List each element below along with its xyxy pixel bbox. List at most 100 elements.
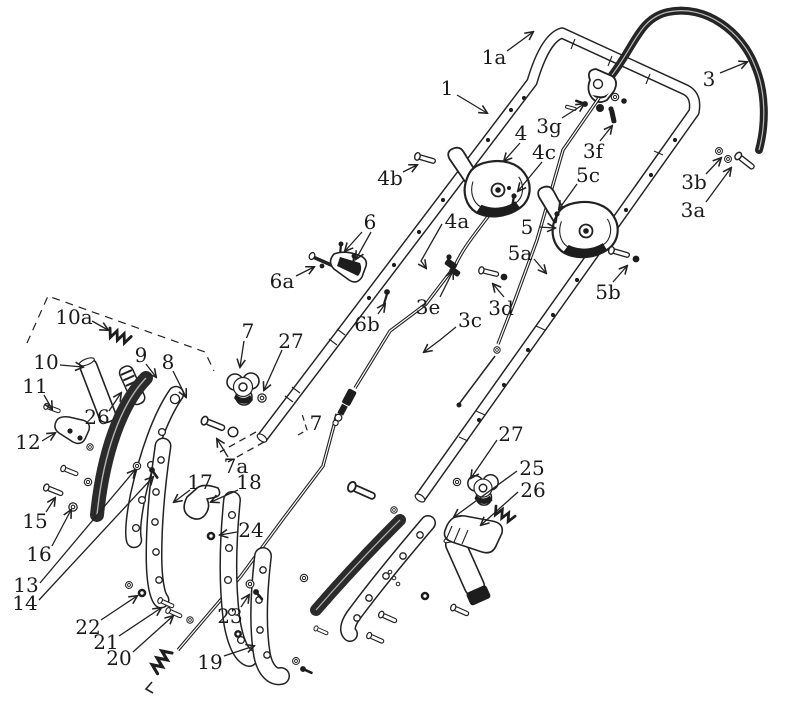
- part-label-20: 20: [106, 646, 131, 670]
- part-label-5: 5: [521, 215, 534, 239]
- callout-leader-line: [223, 646, 254, 657]
- callout-leader-line: [504, 142, 521, 161]
- callout-leader-line: [132, 616, 173, 653]
- part-label-18: 18: [236, 470, 261, 494]
- part-label-3d: 3d: [488, 296, 514, 320]
- callout-leader-line: [91, 320, 108, 330]
- callout-leader-line: [43, 394, 52, 409]
- callout-leader-line: [439, 271, 453, 298]
- part-label-5b: 5b: [595, 280, 621, 304]
- part-label-4: 4: [515, 121, 528, 145]
- callout-leader-line: [264, 349, 283, 390]
- cable-anchor-bracket: [565, 68, 627, 124]
- part-label-3a: 3a: [681, 198, 706, 222]
- callout-leader-line: [240, 340, 244, 367]
- callout-leader-line: [612, 266, 627, 283]
- handle-knob-left: [226, 372, 260, 406]
- part-label-4c: 4c: [532, 140, 556, 164]
- part-label-7: 7: [310, 411, 323, 435]
- part-label-16: 16: [26, 542, 51, 566]
- part-label-9: 9: [135, 343, 148, 367]
- callout-leader-line: [533, 258, 546, 273]
- callout-leader-line: [100, 596, 137, 621]
- callout-leader-line: [51, 510, 71, 547]
- cable-adjuster: [332, 388, 357, 427]
- part-label-7a: 7a: [224, 454, 249, 478]
- callout-leader-line: [506, 32, 533, 52]
- right-lower-assembly: [292, 473, 517, 676]
- part-label-14: 14: [12, 591, 37, 615]
- part-label-3b: 3b: [681, 170, 707, 194]
- part-label-17: 17: [187, 470, 212, 494]
- part-label-3e: 3e: [416, 295, 441, 319]
- callout-leader-line: [172, 370, 186, 397]
- callout-leader-line: [424, 326, 457, 352]
- part-label-26: 26: [84, 405, 109, 429]
- handle-knob-right: [467, 473, 499, 506]
- part-label-13: 13: [13, 573, 38, 597]
- callout-leader-line: [38, 477, 153, 601]
- callout-leader-line: [45, 498, 55, 513]
- part-label-12: 12: [15, 430, 40, 454]
- part-label-27: 27: [498, 422, 523, 446]
- lever-pivot-bolt-right: [607, 245, 631, 260]
- callout-leader-line: [518, 161, 543, 191]
- callout-leader-line: [456, 94, 487, 113]
- part-label-10a: 10a: [55, 305, 92, 329]
- control-cable-left: [144, 212, 508, 694]
- part-label-4b: 4b: [377, 166, 403, 190]
- lever-pivot-bolt-left: [413, 151, 437, 166]
- part-label-6a: 6a: [270, 269, 295, 293]
- callout-leader-line: [174, 489, 191, 502]
- screw-6b: [382, 289, 390, 305]
- part-label-22: 22: [75, 615, 100, 639]
- callout-leader-line: [705, 168, 731, 203]
- callout-leader-line: [59, 365, 83, 367]
- detail-box: [26, 295, 308, 436]
- part-label-15: 15: [22, 509, 47, 533]
- carriage-pin: [199, 414, 227, 434]
- part-label-5c: 5c: [576, 163, 600, 187]
- callout-leader-line: [559, 183, 578, 209]
- brake-lever-left: [446, 139, 534, 222]
- part-label-3c: 3c: [458, 308, 482, 332]
- part-label-8: 8: [162, 350, 175, 374]
- part-label-11: 11: [22, 374, 47, 398]
- callout-leader-line: [41, 433, 55, 442]
- part-label-5a: 5a: [508, 241, 533, 265]
- callout-leader-line: [217, 439, 229, 458]
- callout-leader-line: [211, 489, 239, 502]
- part-label-3f: 3f: [583, 139, 605, 163]
- callout-leader-line: [345, 231, 363, 251]
- callout-leader-line: [108, 393, 121, 412]
- callout-leader-line: [454, 470, 518, 517]
- bail-handle: [608, 6, 768, 172]
- callout-leader-line: [719, 62, 747, 74]
- callout-leader-line: [295, 267, 314, 277]
- part-label-19: 19: [197, 650, 222, 674]
- part-label-10: 10: [33, 350, 58, 374]
- callout-leader-line: [705, 158, 721, 175]
- callout-leader-line: [561, 104, 584, 119]
- bail-end-ferrule: [732, 150, 757, 172]
- control-cable-right: [456, 97, 604, 408]
- callout-leader-line: [39, 470, 135, 584]
- latch-hook: [183, 484, 221, 520]
- part-label-21: 21: [93, 630, 118, 654]
- callout-leader-line: [481, 491, 519, 525]
- part-label-27: 27: [278, 329, 303, 353]
- callout-leader-line: [471, 439, 498, 478]
- callout-leader-line: [220, 532, 238, 535]
- cable-spring: [148, 646, 174, 676]
- part-label-23: 23: [217, 604, 242, 628]
- rod-bracket: [308, 241, 368, 283]
- callout-leader-line: [145, 363, 156, 377]
- callout-leader-line: [402, 165, 417, 172]
- part-label-25: 25: [519, 456, 544, 480]
- callout-leader-line: [240, 595, 249, 608]
- part-label-26: 26: [520, 478, 545, 502]
- callout-leader-line: [356, 231, 372, 259]
